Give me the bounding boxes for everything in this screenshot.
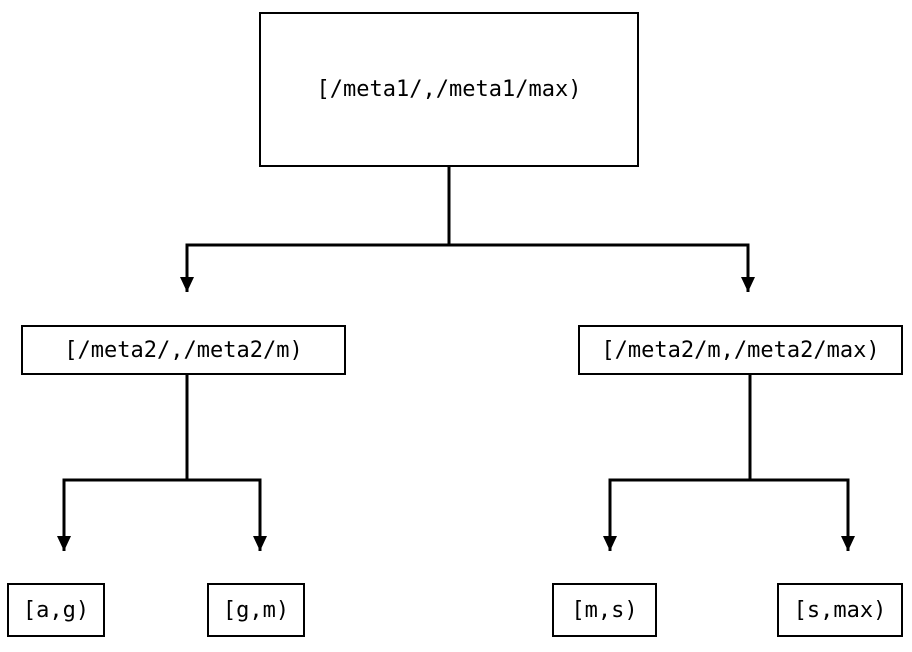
- node-leaf-a-g-label: [a,g): [22, 597, 90, 623]
- node-leaf-s-max-label: [s,max): [793, 597, 887, 623]
- node-leaf-g-m[interactable]: [g,m): [207, 583, 305, 637]
- node-leaf-m-s-label: [m,s): [571, 597, 638, 623]
- node-leaf-g-m-label: [g,m): [222, 597, 290, 623]
- edge-mid-left-to-a-g: [57, 375, 189, 551]
- edge-root-to-mid-left: [180, 167, 451, 292]
- node-root-label: [/meta1/,/meta1/max): [316, 77, 582, 102]
- node-mid-right-label: [/meta2/m,/meta2/max): [601, 337, 880, 363]
- node-mid-right-meta2-upper-range[interactable]: [/meta2/m,/meta2/max): [578, 325, 903, 375]
- node-mid-left-label: [/meta2/,/meta2/m): [64, 337, 303, 363]
- node-root-meta1-range[interactable]: [/meta1/,/meta1/max): [259, 12, 639, 167]
- edge-root-to-mid-right: [447, 167, 755, 292]
- node-leaf-a-g[interactable]: [a,g): [7, 583, 105, 637]
- edge-mid-left-to-g-m: [185, 375, 267, 551]
- edge-mid-right-to-m-s: [603, 375, 752, 551]
- node-leaf-m-s[interactable]: [m,s): [552, 583, 657, 637]
- edge-mid-right-to-s-max: [748, 375, 855, 551]
- node-mid-left-meta2-lower-range[interactable]: [/meta2/,/meta2/m): [21, 325, 346, 375]
- node-leaf-s-max[interactable]: [s,max): [777, 583, 903, 637]
